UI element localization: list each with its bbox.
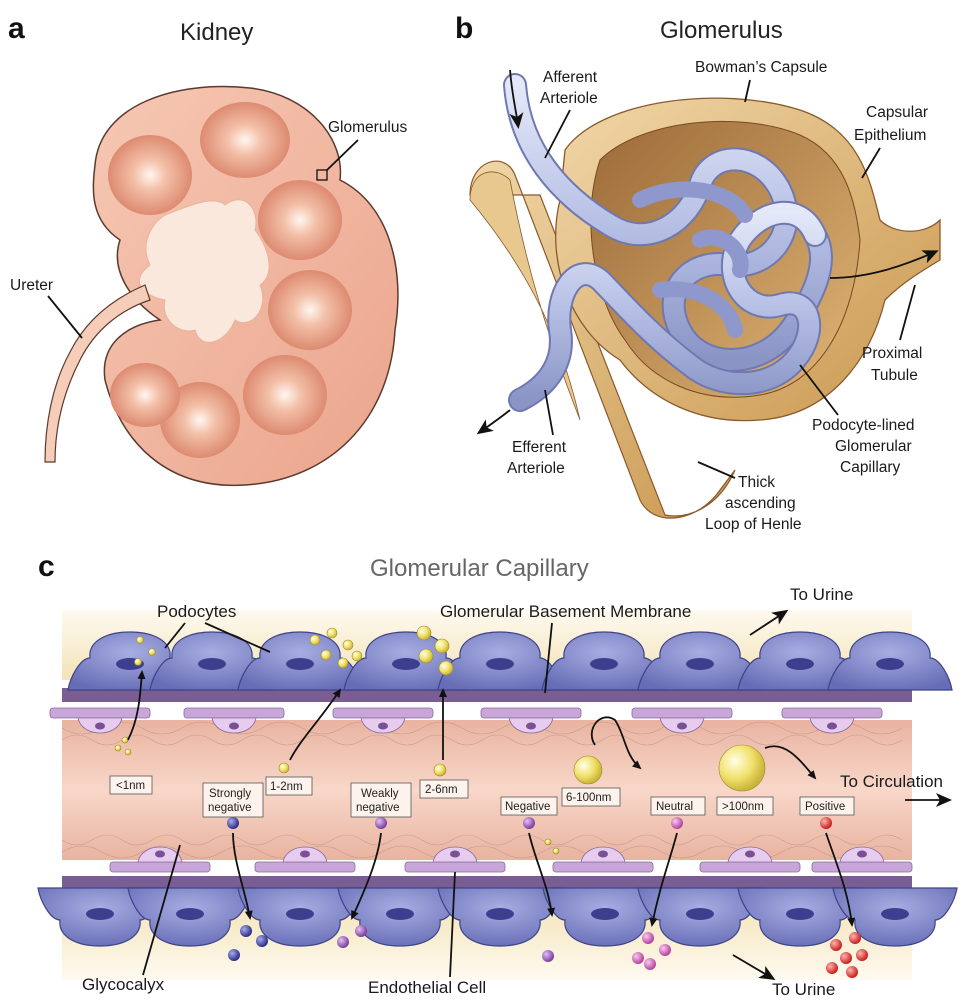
panel-c: c Glomerular Capillary [38, 550, 957, 999]
size-box-2-6nm: 2-6nm [425, 784, 458, 796]
size-box-lt1nm: <1nm [116, 780, 145, 792]
kidney-illustration [45, 87, 398, 486]
panel-b: b Glomerulus Afferent Arteri [455, 12, 940, 533]
label-proximal-1: Proximal [862, 345, 922, 362]
label-henle-3: Loop of Henle [705, 516, 802, 533]
panel-c-letter: c [38, 550, 55, 583]
efferent-flow-arrow [480, 410, 510, 432]
charge-box-strongly-1: Strongly [209, 788, 251, 800]
charge-box-weakly-1: Weakly [361, 788, 399, 800]
label-to-urine-bottom: To Urine [772, 980, 835, 999]
panel-a-title: Kidney [180, 19, 253, 46]
charge-box-weakly-2: negative [356, 802, 399, 814]
charge-box-neutral: Neutral [656, 801, 693, 813]
label-endothelial-cell: Endothelial Cell [368, 978, 486, 997]
capillary-lumen [62, 720, 912, 860]
size-box-gt100nm: >100nm [722, 801, 764, 813]
panel-c-title: Glomerular Capillary [370, 555, 589, 582]
label-bowmans-capsule: Bowman’s Capsule [695, 59, 827, 76]
label-ureter: Ureter [10, 277, 53, 294]
label-afferent-2: Arteriole [540, 90, 598, 107]
label-glomerulus: Glomerulus [328, 119, 407, 136]
label-podocyte-3: Capillary [840, 459, 901, 476]
label-gbm: Glomerular Basement Membrane [440, 602, 691, 621]
size-box-6-100nm: 6-100nm [566, 792, 611, 804]
label-to-circulation: To Circulation [840, 772, 943, 791]
label-capsular-1: Capsular [866, 104, 928, 121]
panel-a-letter: a [8, 12, 25, 45]
podocytes-bottom-row [38, 888, 957, 946]
label-podocyte-2: Glomerular [835, 438, 912, 455]
panel-b-title: Glomerulus [660, 17, 783, 44]
label-efferent-2: Arteriole [507, 460, 565, 477]
label-to-urine-top: To Urine [790, 585, 853, 604]
charge-box-negative: Negative [505, 801, 550, 813]
panel-a: a Kidney Glomerulus Ureter [8, 12, 407, 485]
panel-b-letter: b [455, 12, 473, 45]
label-proximal-2: Tubule [871, 367, 918, 384]
label-capsular-2: Epithelium [854, 127, 926, 144]
label-efferent-1: Efferent [512, 439, 567, 456]
label-glycocalyx: Glycocalyx [82, 975, 165, 994]
label-henle-1: Thick [738, 474, 775, 491]
label-podocyte-1: Podocyte-lined [812, 417, 915, 434]
label-podocytes: Podocytes [157, 602, 236, 621]
charge-box-positive: Positive [805, 801, 845, 813]
label-afferent-1: Afferent [543, 69, 598, 86]
label-henle-2: ascending [725, 495, 796, 512]
podocytes-top-row [68, 632, 952, 690]
size-box-1-2nm: 1-2nm [270, 781, 303, 793]
charge-box-strongly-2: negative [208, 802, 251, 814]
